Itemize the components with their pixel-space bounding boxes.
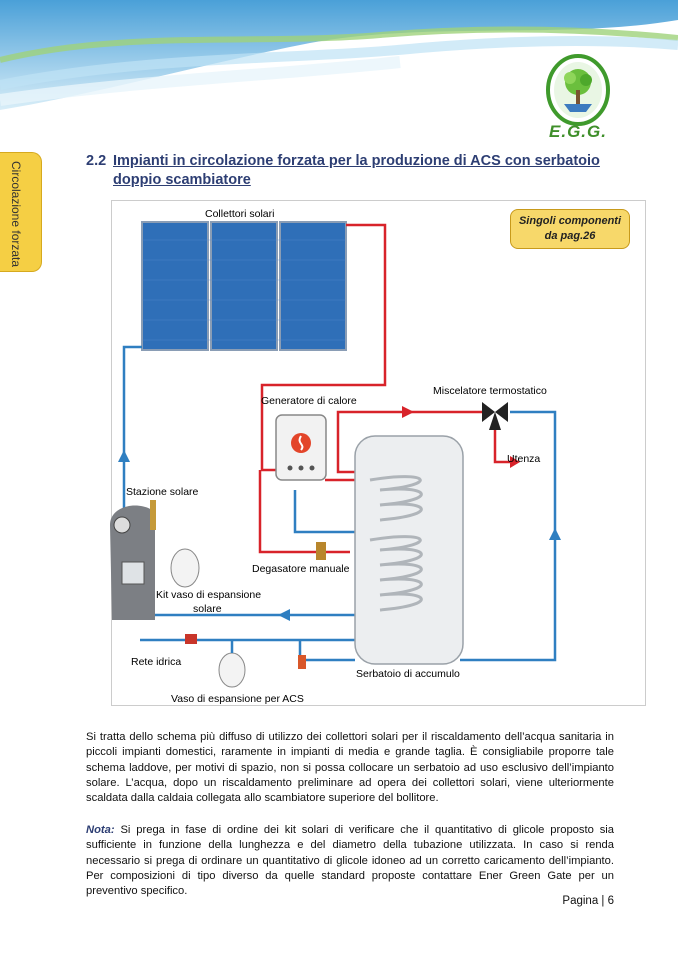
callout-line-2: da pag.26: [544, 230, 596, 242]
logo-text: E.G.G.: [549, 122, 607, 141]
label-solar-station: Stazione solare: [126, 486, 199, 498]
solar-collectors: [141, 221, 347, 351]
label-mixer: Miscelatore termostatico: [433, 385, 547, 397]
label-kit-vessel-1: Kit vaso di espansione: [156, 589, 261, 601]
heat-generator: [275, 414, 327, 481]
label-acs-vessel: Vaso di espansione per ACS: [171, 693, 304, 705]
section-heading: 2.2 Impianti in circolazione forzata per…: [86, 152, 646, 190]
diagram-frame: [111, 200, 646, 706]
label-generator: Generatore di calore: [261, 395, 357, 407]
label-kit-vessel-2: solare: [193, 603, 222, 615]
section-number: 2.2: [86, 153, 107, 169]
storage-tank: [354, 435, 464, 665]
note-label: Nota:: [86, 824, 115, 836]
components-callout[interactable]: Singoli componenti da pag.26: [510, 209, 630, 249]
note-text: Si prega in fase di ordine dei kit solar…: [86, 824, 614, 898]
label-utenza: Utenza: [507, 453, 540, 465]
label-collectors: Collettori solari: [205, 208, 274, 220]
label-degasser: Degasatore manuale: [252, 563, 350, 575]
solar-system-diagram: Collettori solari Miscelatore termostati…: [110, 208, 561, 705]
page-number: Pagina | 6: [562, 895, 614, 907]
description-paragraph: Si tratta dello schema più diffuso di ut…: [86, 731, 614, 805]
label-water-supply: Rete idrica: [131, 656, 181, 668]
side-tab[interactable]: Circolazione forzata: [0, 152, 42, 272]
label-storage-tank: Serbatoio di accumulo: [356, 668, 460, 680]
egg-logo: [546, 54, 610, 126]
callout-line-1: Singoli componenti: [518, 215, 622, 227]
solar-station: [110, 500, 156, 620]
header-wave-decoration: [0, 0, 678, 110]
note-paragraph: Nota: Si prega in fase di ordine dei kit…: [86, 823, 614, 899]
section-title: Impianti in circolazione forzata per la …: [113, 153, 600, 188]
thermostatic-mixer: [482, 402, 508, 430]
side-tab-label: Circolazione forzata: [9, 161, 23, 268]
